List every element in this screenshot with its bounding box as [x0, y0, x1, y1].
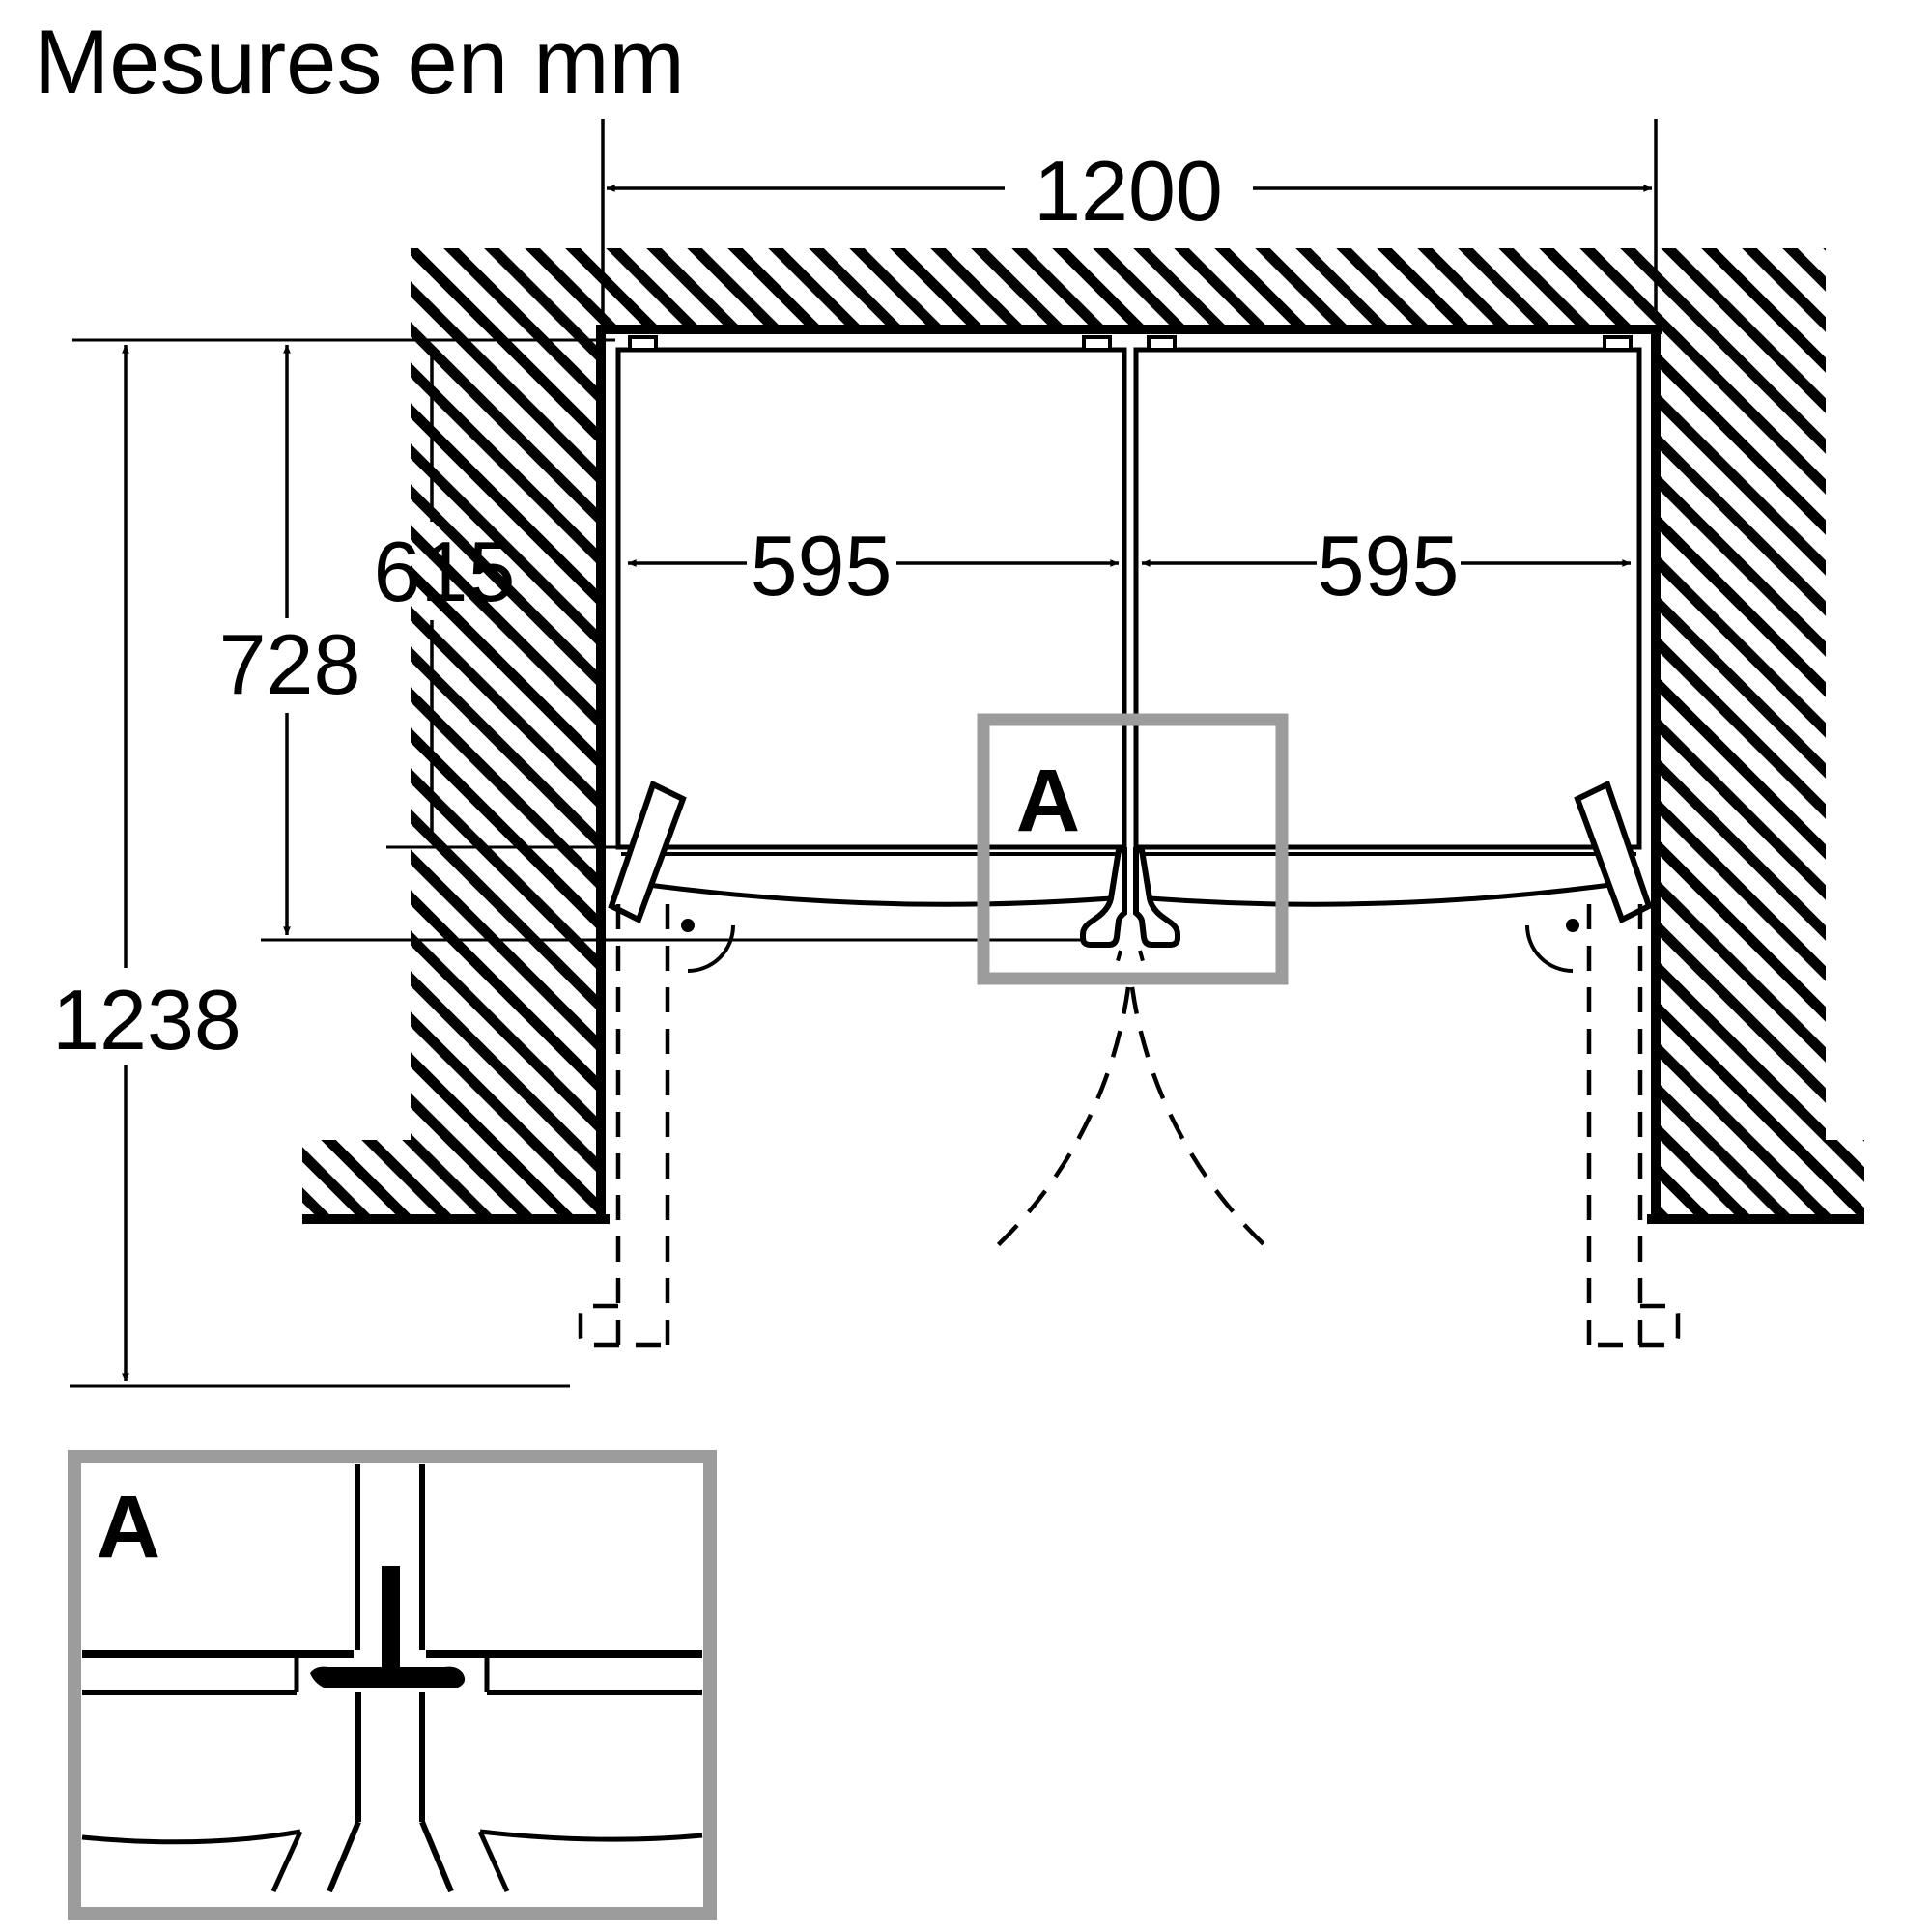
- pivot-arc-left: [687, 924, 735, 973]
- detail-front-curve-right: [479, 1829, 703, 1842]
- detail-outer-flare-left: [270, 1830, 303, 1893]
- niche-walls: [302, 248, 1864, 1224]
- detail-seal-wing-icon: [310, 1666, 466, 1688]
- detail-seal-stem-icon: [382, 1566, 400, 1680]
- pivot-arc-right: [1525, 924, 1574, 973]
- door-right-front-curve: [1149, 880, 1626, 907]
- page-title: Mesures en mm: [34, 11, 685, 112]
- door-right-plan: [1133, 347, 1642, 850]
- hinge-cap-inner-right-icon: [1147, 335, 1177, 352]
- swing-arc-left: [995, 986, 1131, 1248]
- detail-mullion-left-flare: [327, 1820, 361, 1893]
- hinge-cap-inner-left-icon: [1082, 335, 1112, 352]
- open-door-right-handle: [1589, 1303, 1681, 1348]
- open-door-left-handle: [578, 1303, 668, 1348]
- appliance-plan-view: [608, 335, 1653, 973]
- detail-front-curve-left: [81, 1829, 301, 1845]
- wall-top-hatch: [411, 248, 1656, 328]
- hinge-axis-dash-right: [1138, 950, 1147, 969]
- hinge-axis-dash-left: [1114, 950, 1122, 969]
- center-handle-left-icon: [1080, 847, 1127, 948]
- hinge-arm-left-icon: [608, 780, 687, 924]
- hinge-cap-outer-right-icon: [1603, 335, 1633, 352]
- detail-marker-label: A: [1016, 752, 1080, 850]
- door-left-plan: [615, 347, 1127, 850]
- dim-label-595-left: 595: [751, 518, 893, 613]
- hinge-cap-outer-left-icon: [628, 335, 658, 352]
- dimension-lines: [70, 119, 1658, 1388]
- wall-right-foot-hatch: [1656, 1140, 1864, 1215]
- dim-label-595-right: 595: [1318, 518, 1460, 613]
- hinge-arm-right-icon: [1574, 780, 1653, 924]
- detail-outer-flare-right: [477, 1830, 510, 1893]
- pivot-point-left-icon: [681, 919, 695, 932]
- dim-label-728: 728: [219, 616, 361, 712]
- detail-view-label: A: [97, 1478, 160, 1577]
- detail-view-a: [68, 1450, 717, 1920]
- dim-label-1238: 1238: [52, 972, 242, 1067]
- wall-left-hatch: [411, 248, 601, 1215]
- door-left-front-curve: [633, 880, 1112, 907]
- swing-arc-right: [1129, 986, 1265, 1246]
- wall-right-hatch: [1656, 248, 1826, 1215]
- dim-label-615: 615: [374, 524, 516, 619]
- center-handle-right-icon: [1133, 847, 1180, 948]
- wall-left-foot-hatch: [302, 1140, 601, 1215]
- dim-label-1200: 1200: [1034, 143, 1223, 239]
- detail-mullion-right-flare: [419, 1820, 454, 1893]
- detail-marker-box: [977, 713, 1289, 985]
- open-door-projections: [578, 904, 1681, 1360]
- pivot-point-right-icon: [1566, 919, 1579, 932]
